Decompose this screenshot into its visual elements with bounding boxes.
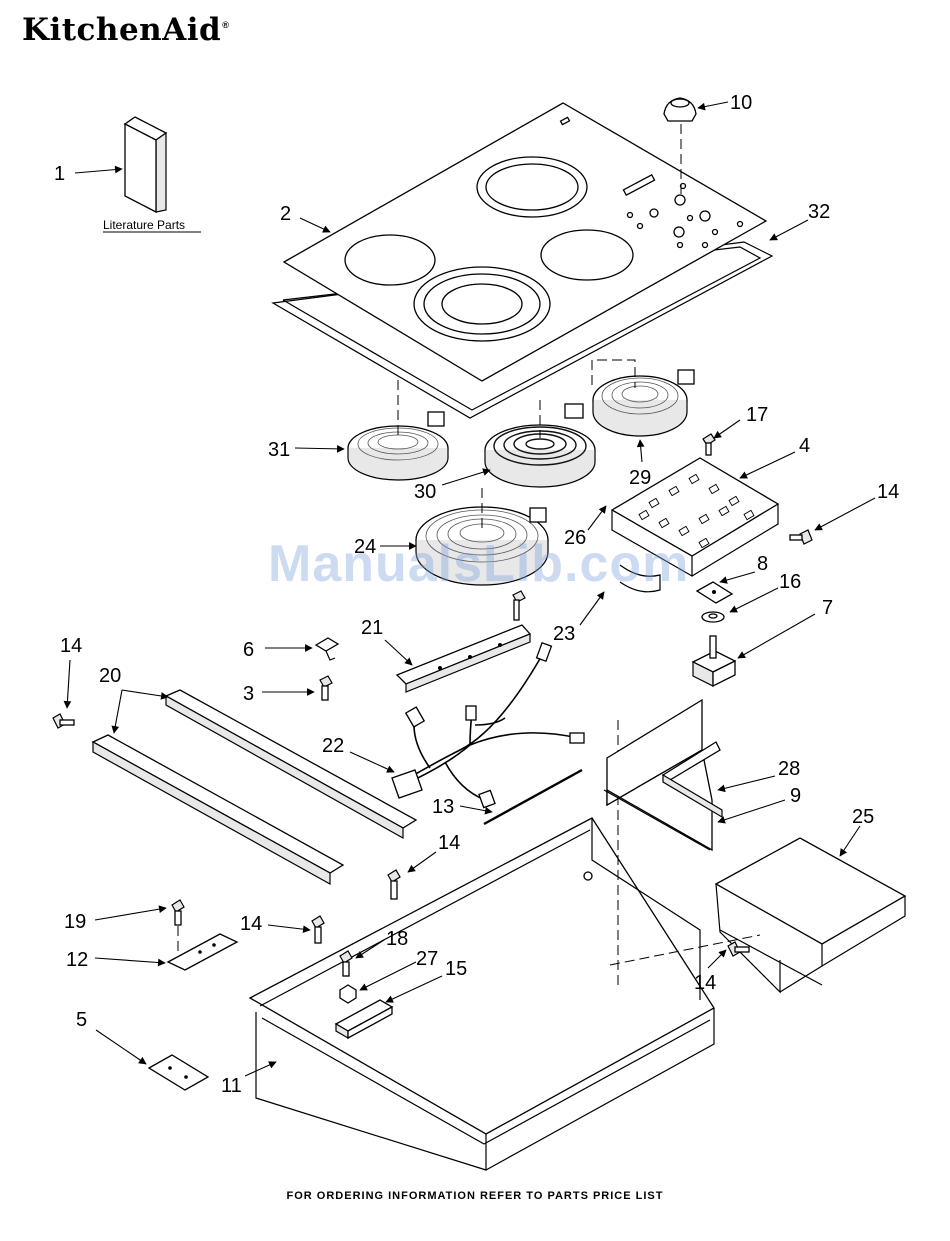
callout-12: 12	[66, 949, 88, 971]
callout-5: 5	[76, 1009, 87, 1031]
clip-6	[316, 638, 338, 660]
glass-cooktop	[284, 103, 766, 381]
rail-front	[93, 735, 343, 884]
callout-27: 27	[416, 948, 438, 970]
watermark: ManualsLib.com	[268, 534, 689, 594]
callout-1: 1	[54, 163, 65, 185]
callout-20: 20	[99, 665, 121, 687]
switch-7	[693, 636, 735, 686]
screw-14-right	[790, 530, 812, 544]
element-small-left	[348, 380, 448, 480]
callout-2: 2	[280, 203, 291, 225]
callout-21: 21	[361, 617, 383, 639]
electronics-box-25	[716, 838, 905, 992]
screw-19	[172, 900, 184, 955]
callout-4: 4	[799, 435, 810, 457]
element-bracket	[397, 591, 530, 692]
literature-book: Literature Parts	[103, 117, 201, 232]
callout-29: 29	[629, 467, 651, 489]
callout-14-center: 14	[438, 832, 460, 854]
callout-14-lower: 14	[240, 913, 262, 935]
washer-16	[702, 612, 724, 622]
rail-rear	[166, 690, 416, 838]
callout-3: 3	[243, 683, 254, 705]
rod-13	[484, 770, 582, 824]
bracket-12	[168, 934, 237, 970]
bracket-9	[604, 700, 712, 850]
callout-6: 6	[243, 639, 254, 661]
callout-30: 30	[414, 481, 436, 503]
callout-17: 17	[746, 404, 768, 426]
callout-8: 8	[757, 553, 768, 575]
plate-5	[149, 1055, 208, 1090]
callout-14-left: 14	[60, 635, 82, 657]
callout-25: 25	[852, 806, 874, 828]
footer-note: FOR ORDERING INFORMATION REFER TO PARTS …	[0, 1190, 950, 1202]
callout-16: 16	[779, 571, 801, 593]
callout-10: 10	[730, 92, 752, 114]
screw-17	[703, 434, 715, 455]
callout-11: 11	[221, 1075, 242, 1097]
callout-7: 7	[822, 597, 833, 619]
element-small-right	[592, 360, 694, 436]
callout-14-right: 14	[877, 481, 899, 503]
callout-9: 9	[790, 785, 801, 807]
callout-15: 15	[445, 958, 467, 980]
callout-18: 18	[386, 928, 408, 950]
screw-14-left	[53, 714, 74, 728]
callout-19: 19	[64, 911, 86, 933]
literature-label: Literature Parts	[103, 218, 185, 232]
screw-14-center	[388, 870, 400, 899]
callout-23: 23	[553, 623, 575, 645]
callout-28: 28	[778, 758, 800, 780]
callout-13: 13	[432, 796, 454, 818]
callout-14-box: 14	[694, 972, 716, 994]
clip-8	[697, 582, 732, 603]
callout-22: 22	[322, 735, 344, 757]
screw-14-lower	[312, 916, 324, 943]
callout-31: 31	[268, 439, 290, 461]
element-dual-center	[485, 400, 595, 487]
callout-32: 32	[808, 201, 830, 223]
screw-3	[320, 676, 332, 700]
